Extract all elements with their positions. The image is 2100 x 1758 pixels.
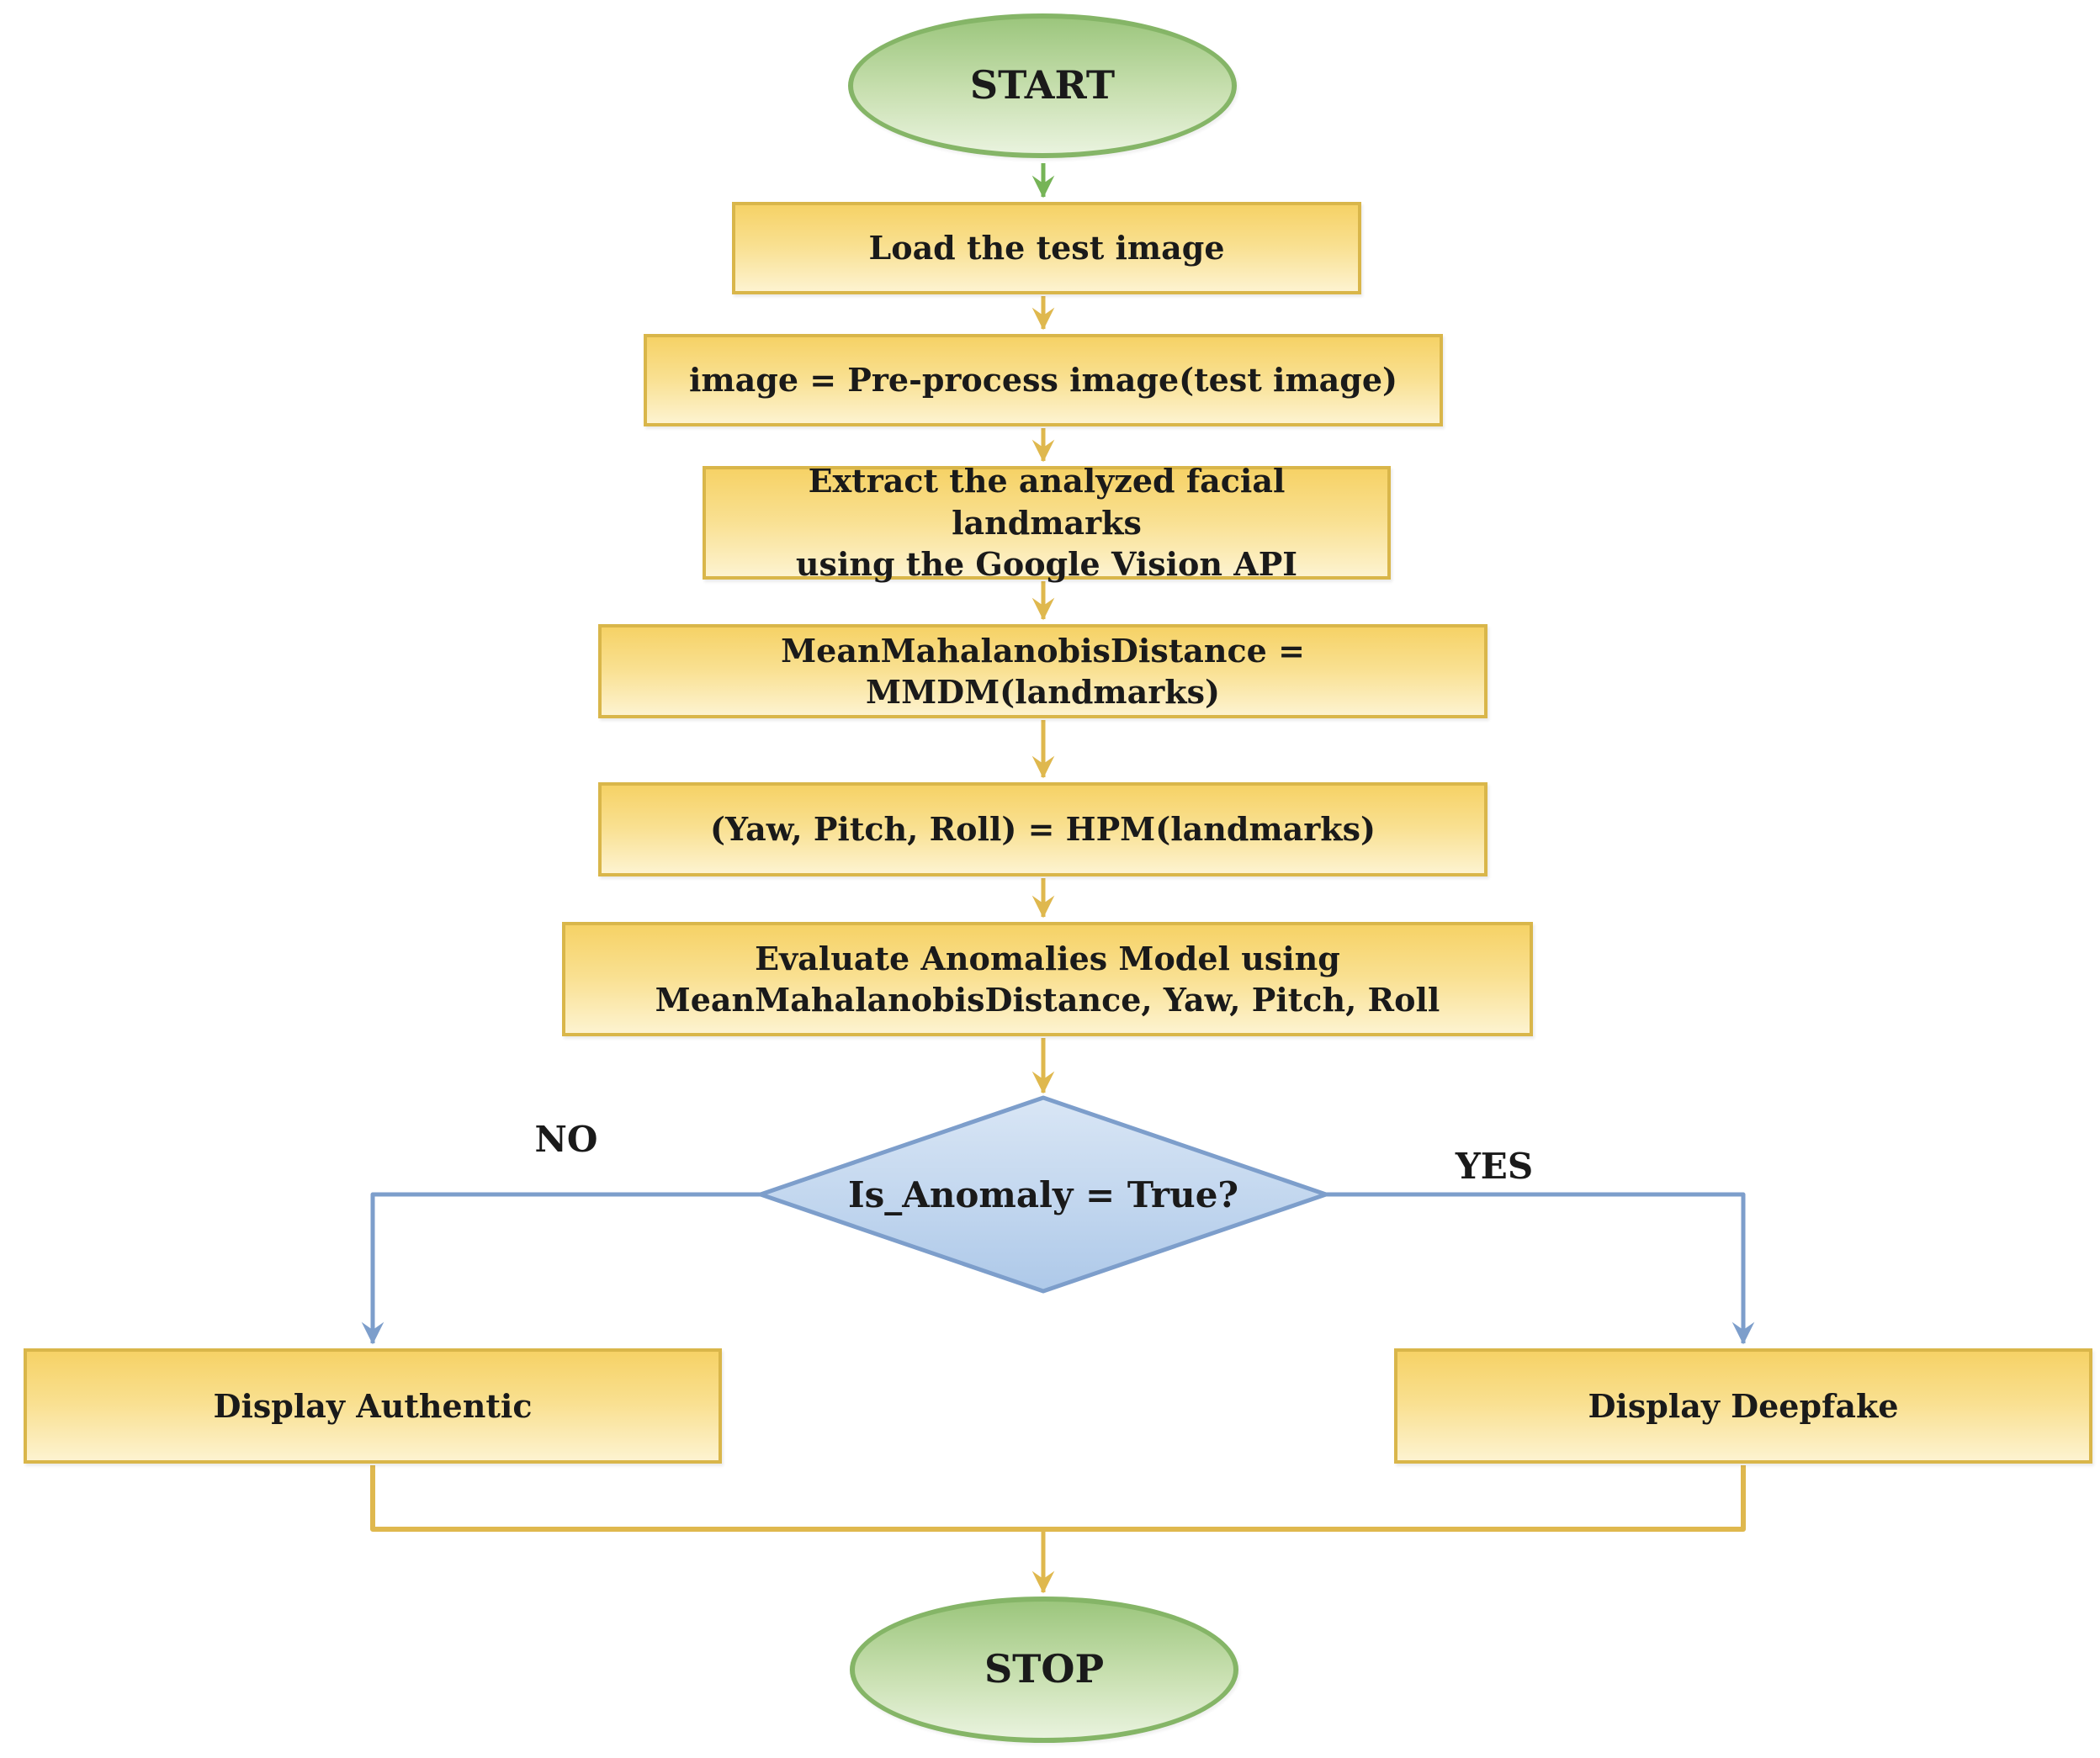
node-load-image-label: Load the test image bbox=[868, 229, 1225, 267]
branch-label-yes: YES bbox=[1427, 1146, 1562, 1187]
node-load-image: Load the test image bbox=[732, 202, 1361, 294]
edge-decision-no-branch bbox=[361, 1192, 761, 1345]
node-display-deepfake-label: Display Deepfake bbox=[1588, 1386, 1899, 1425]
node-mmdm-label: MeanMahalanobisDistance = MMDM(landmarks… bbox=[781, 631, 1305, 711]
node-display-authentic-label: Display Authentic bbox=[213, 1386, 533, 1425]
node-display-authentic: Display Authentic bbox=[24, 1348, 722, 1464]
node-preprocess-label: image = Pre-process image(test image) bbox=[688, 361, 1397, 400]
node-hpm: (Yaw, Pitch, Roll) = HPM(landmarks) bbox=[598, 782, 1488, 876]
node-display-deepfake: Display Deepfake bbox=[1394, 1348, 2092, 1464]
node-decision: Is_Anomaly = True? bbox=[761, 1098, 1326, 1291]
node-hpm-label: (Yaw, Pitch, Roll) = HPM(landmarks) bbox=[709, 810, 1376, 849]
decision-diamond-shape bbox=[758, 1095, 1328, 1294]
node-preprocess: image = Pre-process image(test image) bbox=[644, 334, 1443, 426]
node-start: START bbox=[848, 13, 1237, 158]
node-stop-label: STOP bbox=[984, 1646, 1105, 1692]
branch-label-yes-text: YES bbox=[1455, 1146, 1534, 1187]
node-evaluate-model: Evaluate Anomalies Model using MeanMahal… bbox=[562, 922, 1533, 1036]
node-extract-landmarks: Extract the analyzed facial landmarks us… bbox=[703, 462, 1391, 583]
node-decision-label: Is_Anomaly = True? bbox=[847, 1173, 1239, 1215]
branch-label-no-text: NO bbox=[534, 1119, 598, 1160]
edge-merge-line bbox=[370, 1465, 1746, 1532]
node-mmdm: MeanMahalanobisDistance = MMDM(landmarks… bbox=[598, 624, 1488, 718]
node-evaluate-model-label: Evaluate Anomalies Model using MeanMahal… bbox=[655, 939, 1440, 1019]
node-extract-landmarks-label: Extract the analyzed facial landmarks us… bbox=[795, 462, 1298, 584]
node-stop: STOP bbox=[850, 1596, 1238, 1743]
node-start-label: START bbox=[969, 62, 1116, 109]
edge-decision-yes-branch bbox=[1326, 1192, 1755, 1345]
branch-label-no: NO bbox=[499, 1119, 634, 1160]
